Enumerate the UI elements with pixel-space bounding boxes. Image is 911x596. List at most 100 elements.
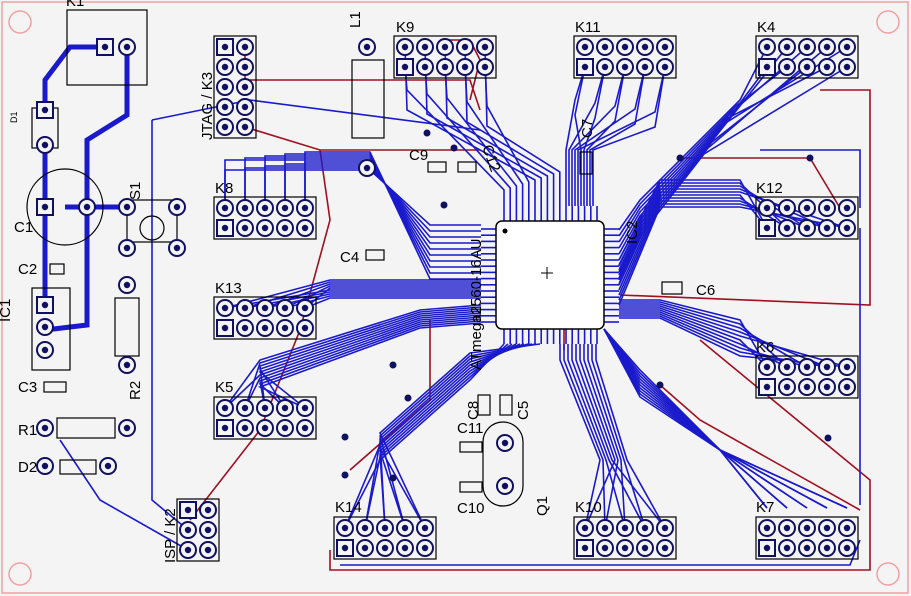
trace-k10 (579, 344, 616, 529)
s1-button (139, 215, 165, 241)
trace-k11 (565, 66, 586, 206)
label-c6: C6 (696, 282, 715, 299)
trace-k11 (586, 66, 626, 206)
header-k14-pad-hole (421, 524, 429, 532)
header-k11-pad-hole (601, 43, 609, 51)
trace-k8 (244, 157, 481, 262)
label-ic1: IC1 (0, 299, 14, 322)
trace-k12 (618, 194, 768, 286)
header-isp-pad-hole (204, 526, 212, 534)
header-k4-pad-hole (803, 63, 811, 71)
ic1-body (31, 287, 71, 371)
header-k6-pad-hole (843, 363, 851, 371)
header-k14-pad-hole (421, 544, 429, 552)
header-k11-pad-hole (581, 43, 589, 51)
via (676, 154, 684, 162)
q1-body (482, 421, 524, 507)
label-k7: K7 (756, 499, 774, 516)
header-isp-pad-hole (204, 506, 212, 514)
header-k9-pad-hole (461, 43, 469, 51)
header-k10-pad-hole (601, 524, 609, 532)
header-jtag-pad-hole (241, 123, 249, 131)
trace-k6 (619, 307, 848, 368)
s1-pad-hole (173, 203, 181, 211)
trace-k5 (258, 312, 482, 409)
mounting-hole-tr (876, 10, 900, 34)
header-k6-pad-hole (763, 363, 771, 371)
label-q1: Q1 (534, 496, 551, 516)
trace-k4 (618, 46, 808, 243)
trace-k10 (559, 344, 601, 529)
header-k9-outline (393, 35, 497, 79)
via (341, 433, 349, 441)
header-k7-pad-hole (843, 524, 851, 532)
bottom-copper-traces (59, 46, 861, 566)
header-k4-pad-hole (783, 63, 791, 71)
trace-k6 (619, 299, 768, 368)
header-k10-pad-hole (601, 544, 609, 552)
header-isp-pad-hole (184, 506, 192, 514)
label-d1: D1 (9, 111, 19, 123)
header-jtag-outline (213, 35, 257, 139)
header-k4-pad-hole (783, 43, 791, 51)
k1-pad-hole (101, 43, 109, 51)
trace-top-8 (440, 39, 481, 101)
via (824, 434, 832, 442)
header-k14-pad-hole (381, 544, 389, 552)
trace-side (151, 120, 189, 531)
pads (36, 38, 856, 559)
header-k7-outline (755, 516, 859, 560)
trace-k14 (379, 343, 533, 529)
r1-pad-hole (41, 424, 49, 432)
header-k9-pad-hole (421, 43, 429, 51)
s1-body (126, 199, 178, 243)
trace-k14 (379, 343, 537, 529)
header-k4-pad-hole (803, 43, 811, 51)
label-s1: S1 (127, 182, 144, 200)
header-k5-pad-hole (301, 424, 309, 432)
ic1-pad-hole (41, 323, 49, 331)
via (423, 129, 431, 137)
header-k10-pad-hole (641, 524, 649, 532)
header-k10-pad-hole (621, 544, 629, 552)
trace-k10 (563, 344, 606, 529)
mounting-hole-br (876, 562, 900, 586)
mounting-hole-tl (8, 10, 32, 34)
label-chip: ATmega2560-16AU (468, 239, 485, 370)
label-isp: ISP / K2 (162, 508, 179, 563)
header-k8-pad-hole (281, 224, 289, 232)
header-k13-pad-hole (281, 304, 289, 312)
header-k9-pad-hole (401, 43, 409, 51)
trace-k5 (224, 314, 482, 409)
header-k6-pad-hole (823, 383, 831, 391)
header-k6-pad-hole (803, 363, 811, 371)
trace-k14 (379, 343, 541, 529)
c9-body (427, 161, 447, 173)
header-k10-pad-hole (621, 524, 629, 532)
header-k7-pad-hole (783, 544, 791, 552)
header-k4-pad-hole (823, 43, 831, 51)
header-k5-pad-hole (281, 404, 289, 412)
trace-k10 (591, 344, 646, 529)
header-k7-pad-hole (763, 524, 771, 532)
header-k14-pad-hole (381, 524, 389, 532)
header-k7-pad-hole (823, 544, 831, 552)
header-k14-pad-hole (361, 524, 369, 532)
trace-k11 (574, 66, 646, 206)
s1-pad-hole (123, 244, 131, 252)
header-k8-pad-hole (281, 204, 289, 212)
via (389, 474, 397, 482)
label-c10: C10 (457, 500, 485, 517)
header-k11-pad-hole (641, 43, 649, 51)
label-k6: K6 (756, 339, 774, 356)
header-k11-pad-hole (581, 63, 589, 71)
header-k5-pad-hole (221, 404, 229, 412)
d1-pad-hole (41, 106, 49, 114)
header-isp-pad-hole (184, 526, 192, 534)
label-k12: K12 (756, 180, 783, 197)
d1-pad-hole (41, 141, 49, 149)
header-k8-pad-hole (221, 224, 229, 232)
header-k12-pad-hole (843, 204, 851, 212)
d2-body (59, 459, 97, 475)
via (341, 471, 349, 479)
